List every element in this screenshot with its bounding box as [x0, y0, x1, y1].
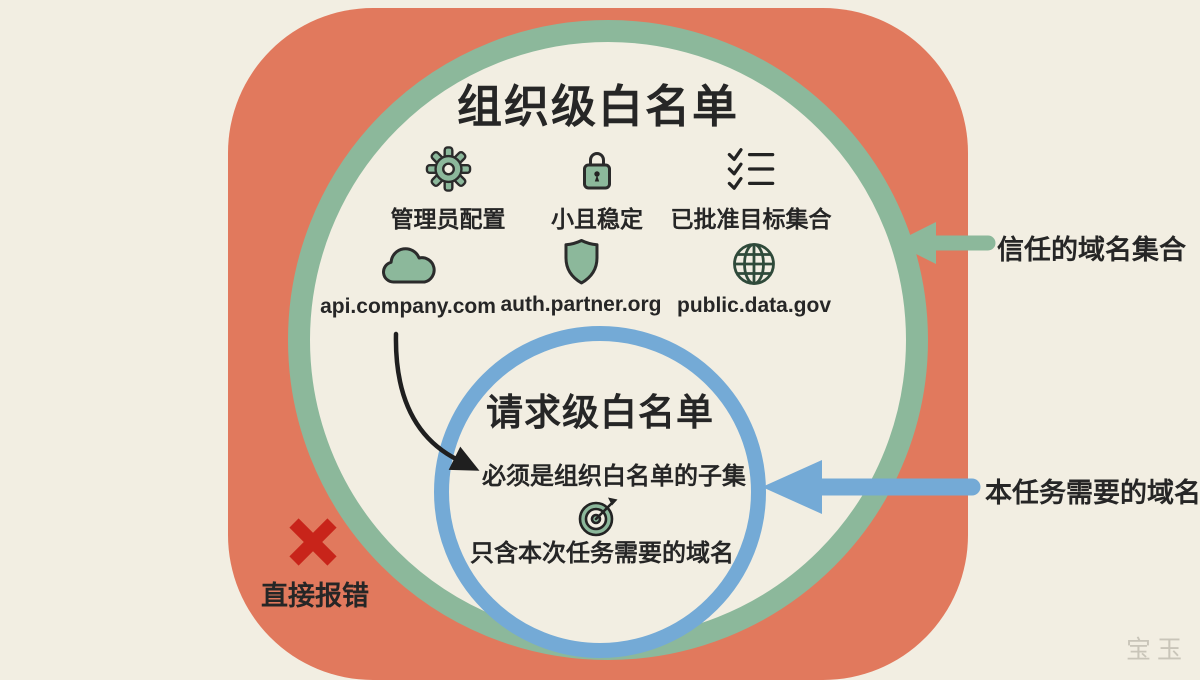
feature-label: 管理员配置: [390, 206, 506, 232]
lock-icon: [578, 144, 616, 192]
trusted-domains-callout: 信任的域名集合: [997, 235, 1186, 265]
request-whitelist-circle: [434, 326, 766, 658]
watermark: 宝玉: [1125, 636, 1188, 664]
task-domains-callout: 本任务需要的域名: [985, 478, 1200, 508]
shield-icon: [561, 238, 601, 286]
feature-label: 小且稳定: [551, 206, 643, 232]
feature-label: 已批准目标集合: [670, 206, 832, 232]
error-x-icon: [289, 518, 337, 571]
domain-label: api.company.com: [320, 295, 496, 318]
cloud-icon: [378, 240, 438, 288]
target-icon: [577, 494, 619, 543]
checklist-icon: [726, 144, 776, 192]
request-whitelist-title: 请求级白名单: [486, 392, 714, 433]
domain-label: public.data.gov: [676, 294, 832, 317]
request-whitelist-subtitle: 必须是组织白名单的子集: [482, 463, 746, 490]
request-whitelist-note: 只含本次任务需要的域名: [470, 540, 734, 567]
domain-label: auth.partner.org: [500, 293, 662, 316]
gear-icon: [425, 144, 471, 192]
domain-public-data: public.data.gov: [677, 239, 831, 318]
feature-approved-set: 已批准目标集合: [671, 144, 832, 234]
organization-whitelist-title: 组织级白名单: [456, 81, 740, 132]
feature-small-stable: 小且稳定: [551, 144, 643, 234]
feature-admin-config: 管理员配置: [391, 144, 506, 234]
domain-api-company: api.company.com: [320, 240, 496, 319]
error-callout: 直接报错: [261, 581, 369, 611]
globe-icon: [731, 239, 777, 287]
domain-auth-partner: auth.partner.org: [500, 238, 662, 317]
